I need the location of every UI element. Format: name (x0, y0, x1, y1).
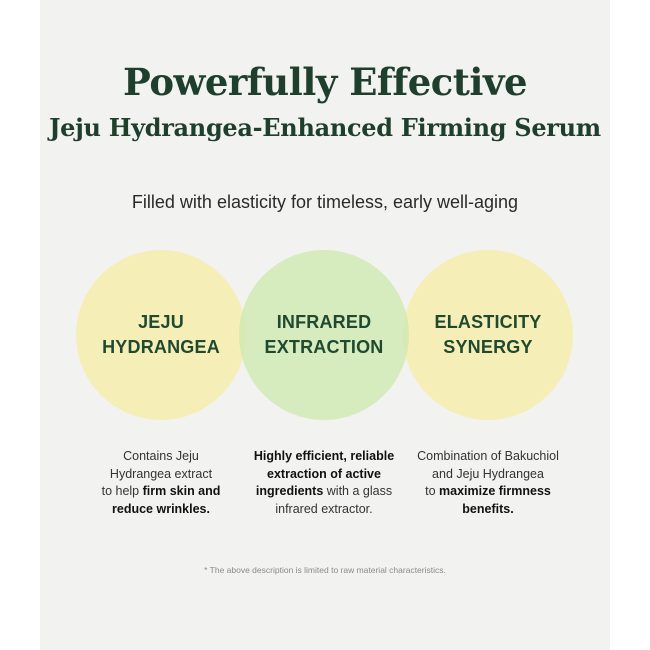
feature-label: JEJU HYDRANGEA (102, 312, 220, 357)
feature-circle-jeju-hydrangea: JEJU HYDRANGEA (76, 250, 246, 420)
feature-description-elasticity-synergy: Combination of Bakuchiol and Jeju Hydran… (417, 449, 559, 516)
feature-label: ELASTICITY SYNERGY (434, 312, 542, 357)
feature-description-infrared-extraction: Highly efficient, reliable extraction of… (253, 449, 395, 516)
page-title: Powerfully Effective (123, 60, 528, 104)
feature-label: INFRARED EXTRACTION (264, 312, 384, 357)
feature-circle-elasticity-synergy: ELASTICITY SYNERGY (403, 250, 573, 420)
feature-description-jeju-hydrangea: Contains Jeju Hydrangea extract to help … (101, 449, 221, 516)
tagline: Filled with elasticity for timeless, ear… (131, 192, 519, 212)
feature-circle-infrared-extraction: INFRARED EXTRACTION (239, 250, 409, 420)
disclaimer-footnote: * The above description is limited to ra… (204, 565, 446, 575)
product-name: Jeju Hydrangea-Enhanced Firming Serum (49, 113, 601, 142)
